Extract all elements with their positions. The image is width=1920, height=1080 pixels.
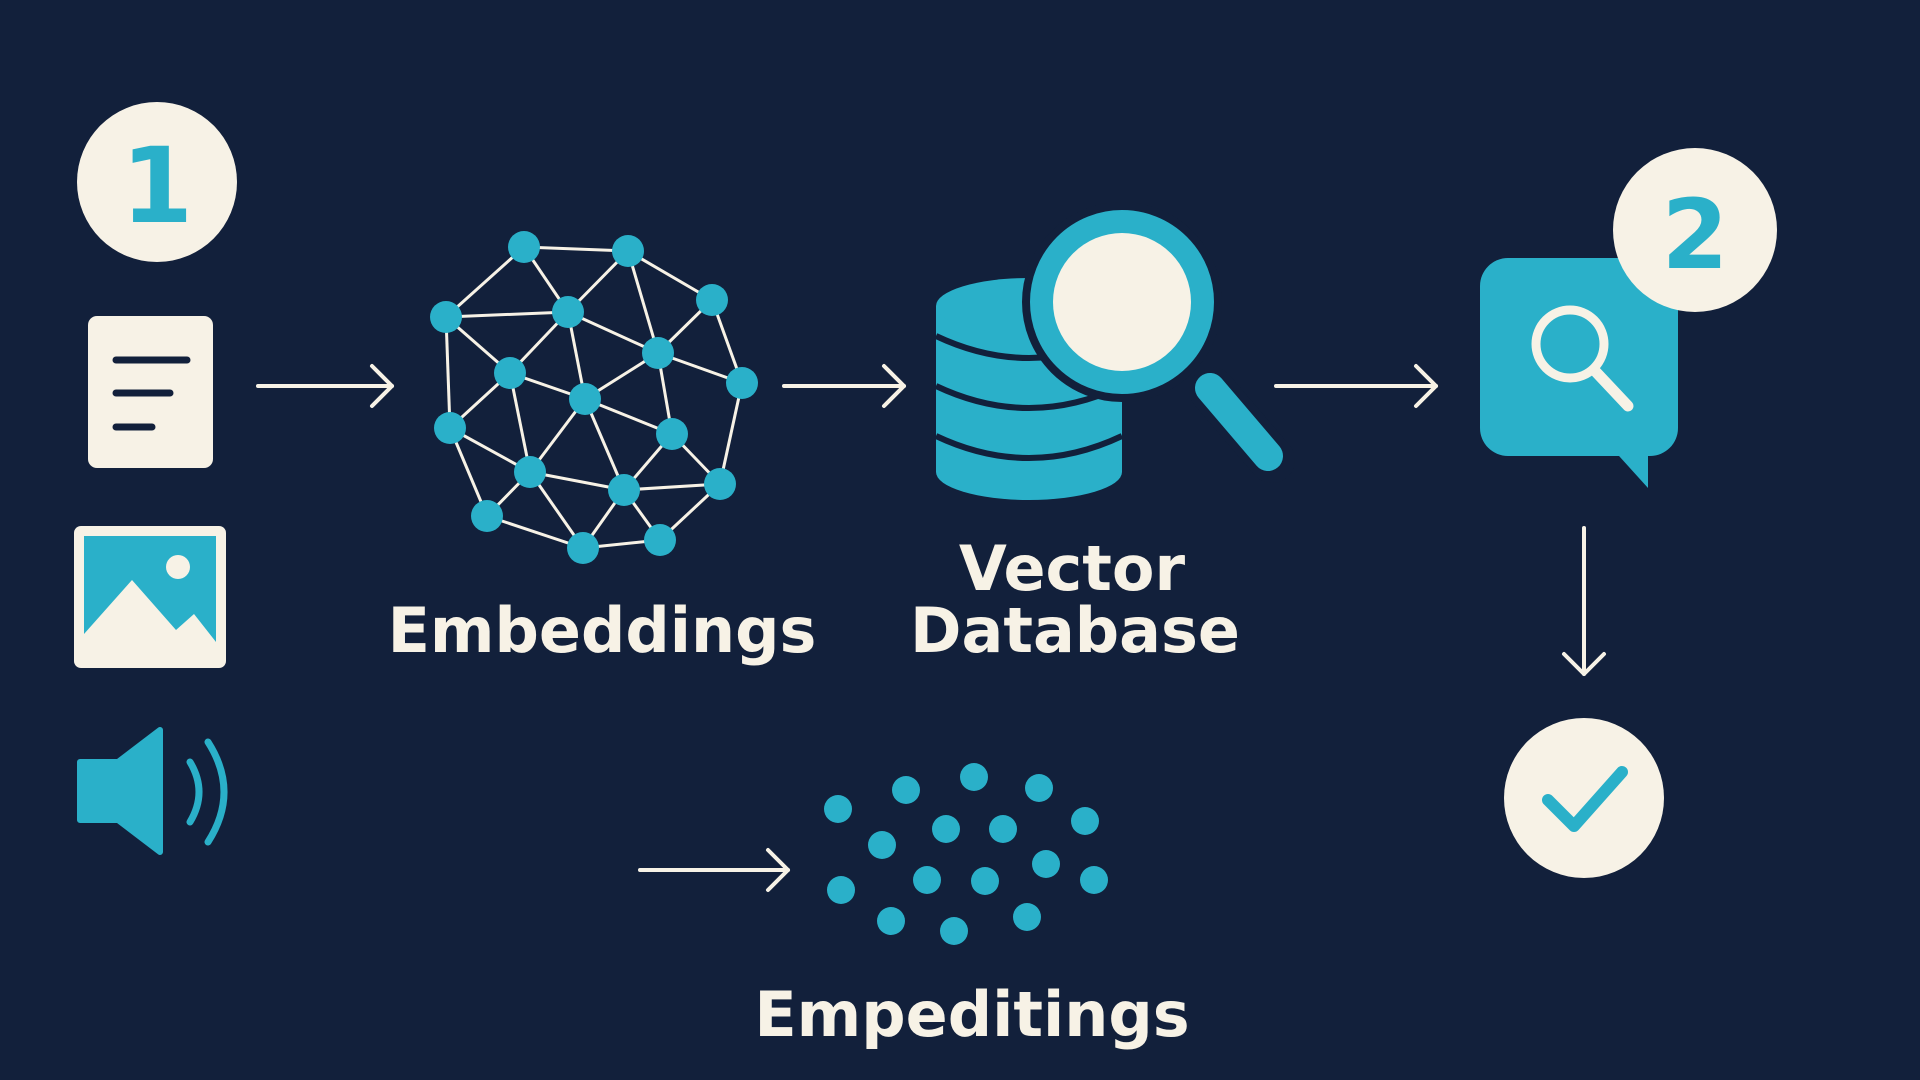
step-2-badge: 2 — [1613, 148, 1777, 312]
step-1-badge: 1 — [77, 102, 237, 262]
arrow-to-vector-database — [782, 364, 906, 408]
embeddings-network-icon — [430, 231, 758, 564]
vector-database-label-line1: Vector — [959, 532, 1186, 605]
arrow-to-search-query — [1274, 364, 1438, 408]
document-icon — [88, 316, 213, 468]
checkmark-icon — [1542, 766, 1628, 832]
embeddings-scatter-icon — [824, 763, 1108, 945]
embeddings-scatter-label: Empeditings — [754, 978, 1189, 1051]
image-icon — [74, 526, 226, 668]
search-chat-icon — [1480, 258, 1678, 488]
arrow-to-embeddings — [256, 364, 394, 408]
audio-speaker-icon — [77, 727, 228, 855]
result-check-badge — [1504, 718, 1664, 878]
vector-database-label-line2: Database — [910, 594, 1240, 667]
magnifier-icon — [1022, 202, 1295, 483]
step-1-number: 1 — [121, 125, 193, 247]
embeddings-label: Embeddings — [388, 594, 817, 667]
arrow-to-embeddings-scatter — [638, 848, 790, 892]
arrow-to-result — [1562, 526, 1606, 676]
step-2-number: 2 — [1662, 179, 1729, 291]
